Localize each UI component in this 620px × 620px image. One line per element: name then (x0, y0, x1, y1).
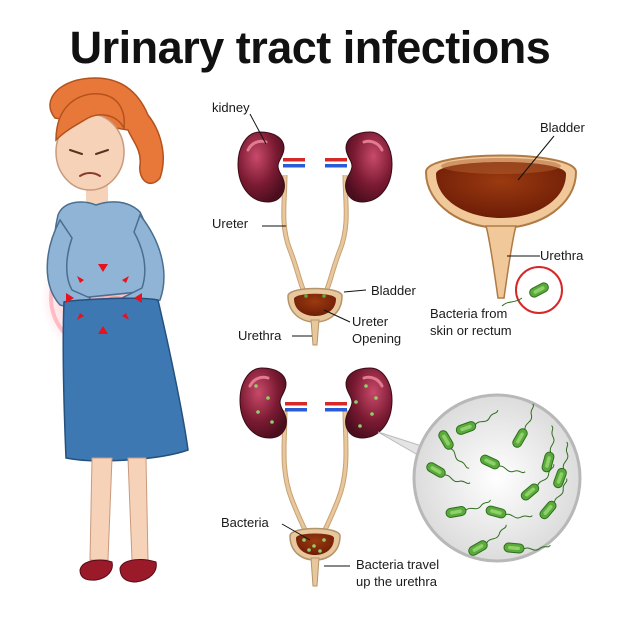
pain-arrows (66, 264, 142, 334)
label-ureter-opening-2: Opening (352, 331, 402, 346)
label-bladder-top: Bladder (371, 283, 416, 298)
label-bacteria-from-2: skin or rectum (430, 323, 512, 338)
label-ureter-opening-1: Ureter (352, 314, 389, 329)
label-bacteria-travel-1: Bacteria travel (356, 557, 440, 572)
bacteria-magnified-view (412, 393, 582, 563)
kidney-left (236, 130, 286, 204)
bacteria-group (424, 403, 569, 558)
kidney-right-infected (344, 366, 394, 440)
bacterium (478, 453, 526, 474)
urinary-system-top (236, 113, 394, 346)
bacterium (551, 441, 569, 490)
label-bacteria-from-1: Bacteria from (430, 306, 508, 321)
bacterium (537, 478, 568, 522)
bacterium (484, 504, 533, 520)
page-title: Urinary tract infections (69, 22, 551, 73)
label-urethra-top: Urethra (238, 328, 282, 343)
urinary-system-bottom (238, 366, 582, 587)
bacterium (503, 542, 551, 554)
label-bacteria-travel-2: up the urethra (356, 574, 437, 589)
kidney-right (344, 130, 394, 204)
bacterium (436, 428, 470, 469)
bacterium (444, 499, 491, 519)
kidney-left-infected (238, 366, 288, 440)
label-bladder-closeup: Bladder (540, 120, 585, 135)
bacterium (510, 403, 534, 450)
bacterium (518, 464, 555, 503)
woman-illustration (41, 77, 189, 583)
urethra-closeup (485, 225, 517, 299)
bacterium (424, 460, 471, 484)
bacterium (540, 425, 556, 474)
label-urethra-closeup: Urethra (540, 248, 584, 263)
skirt (62, 297, 189, 462)
label-bacteria: Bacteria (221, 515, 269, 530)
bladder-closeup (424, 135, 578, 314)
bacterium (454, 409, 499, 437)
label-ureter: Ureter (212, 216, 249, 231)
label-kidney: kidney (212, 100, 250, 115)
bacterium (466, 524, 507, 558)
